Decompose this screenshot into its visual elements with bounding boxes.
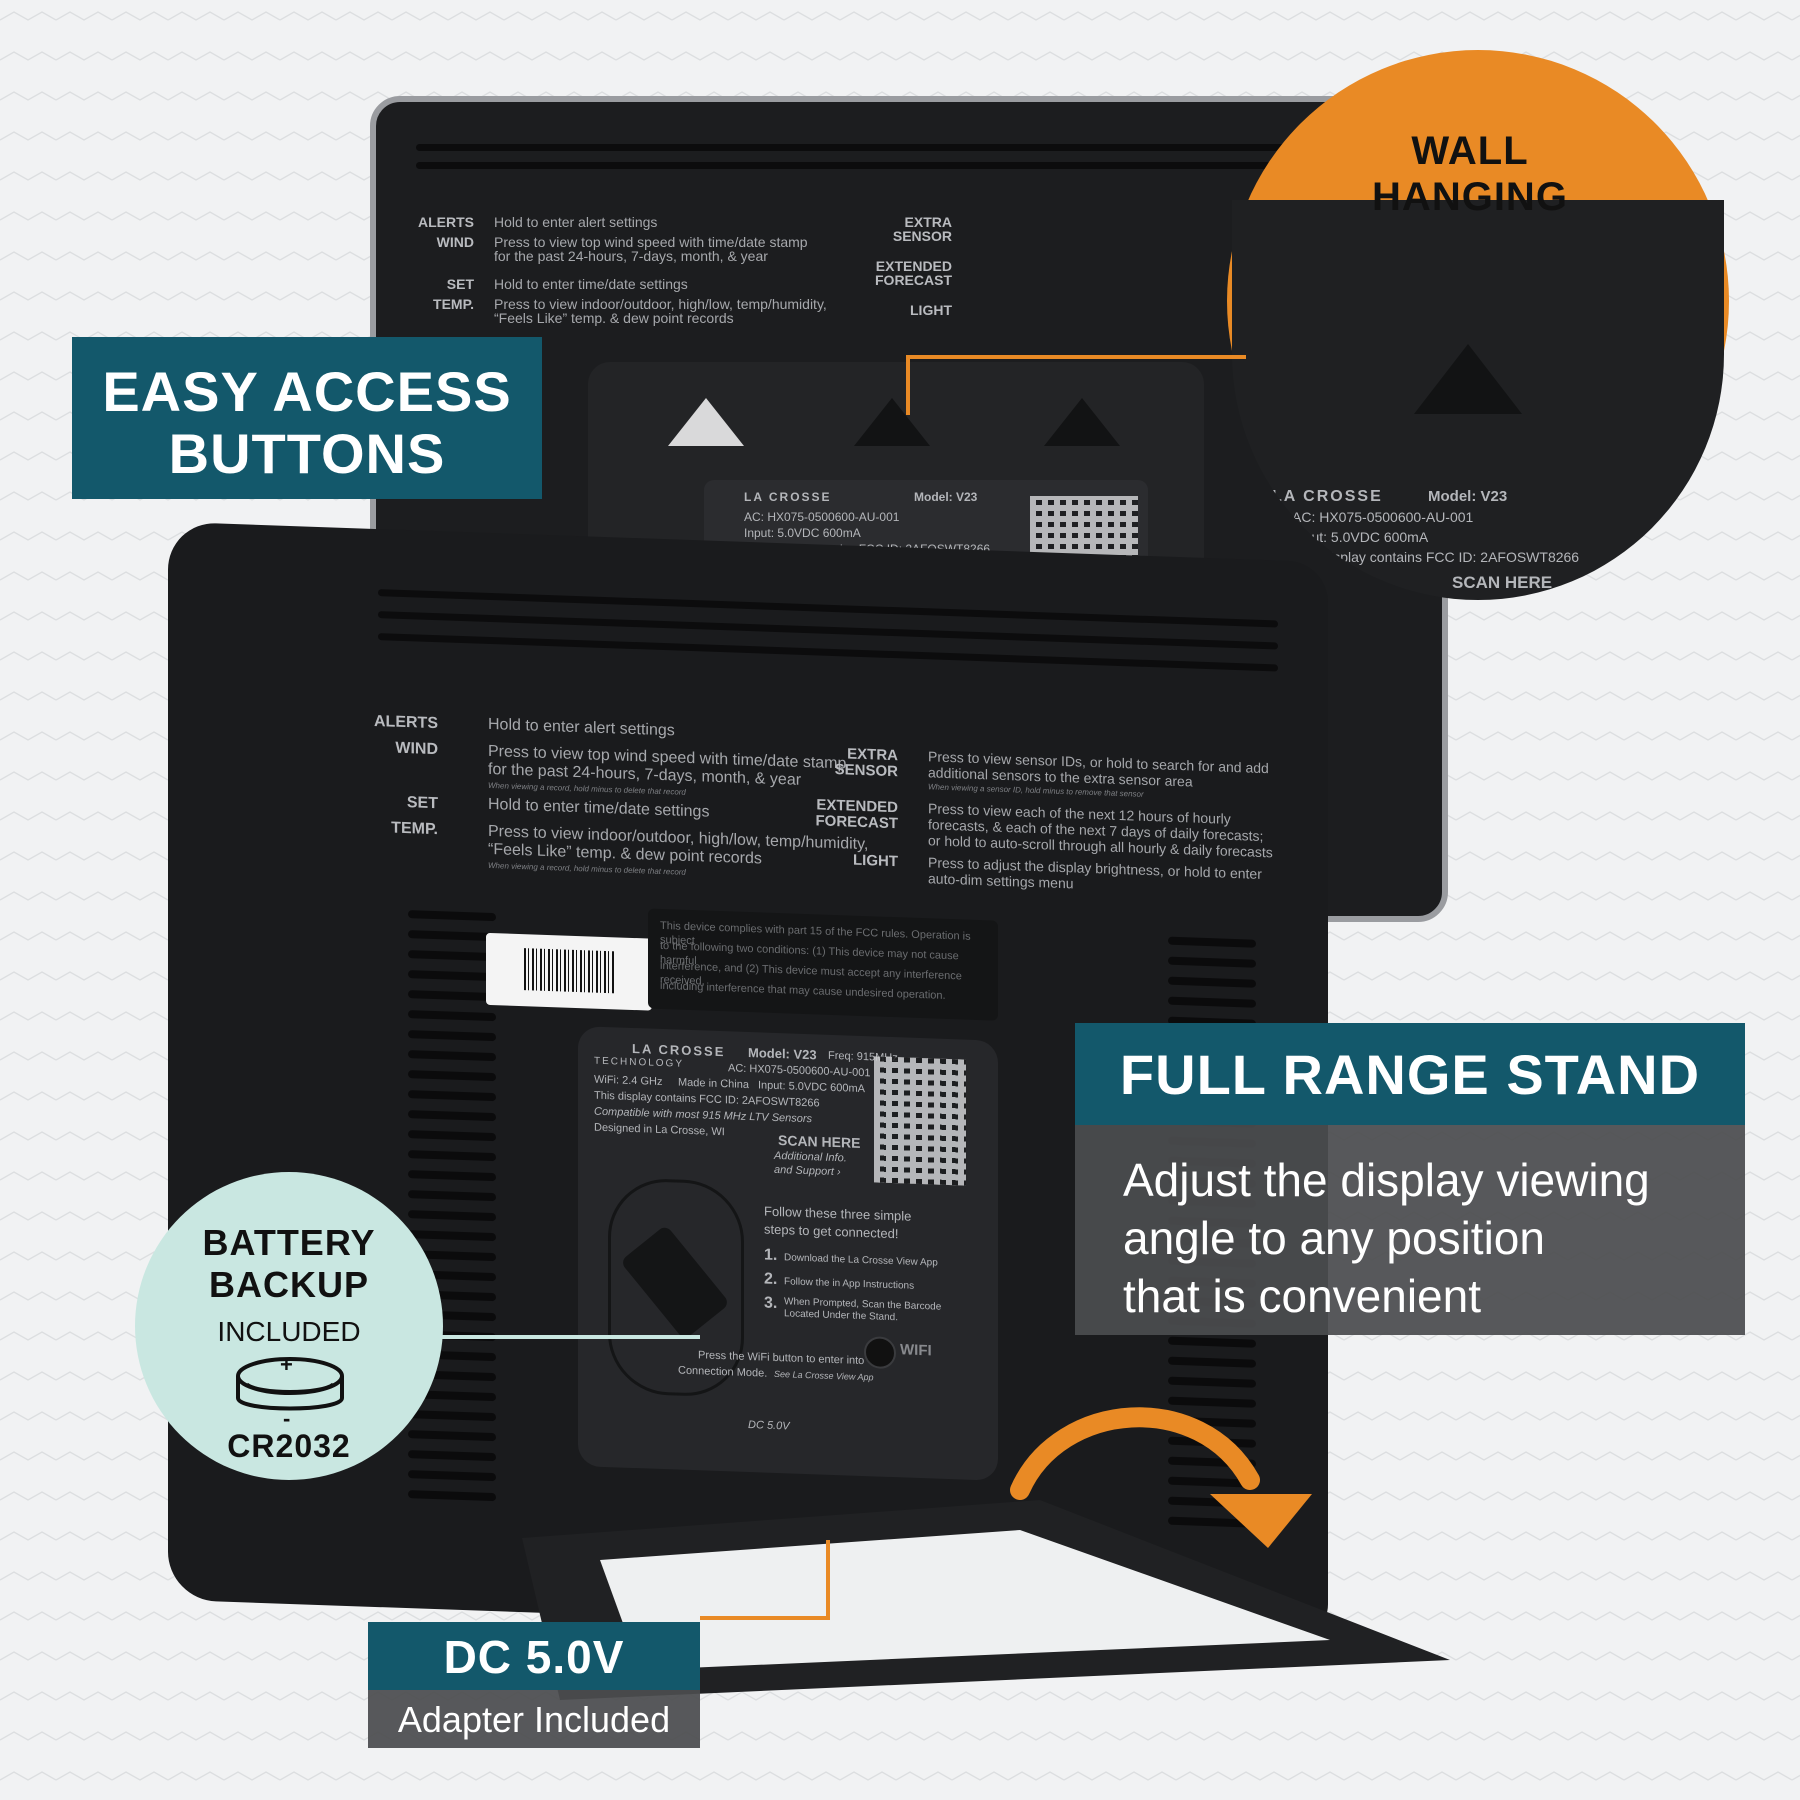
ac-rating: AC: HX075-0500600-AU-001 bbox=[744, 510, 900, 524]
stand-gap bbox=[600, 1530, 1330, 1670]
hanging-notch-zoom bbox=[1414, 344, 1522, 414]
wall-hanging-zoom: LA CROSSE Model: V23 AC: HX075-0500600-A… bbox=[1232, 200, 1724, 600]
wall-hanging-connector bbox=[906, 355, 1246, 359]
set-text: Hold to enter time/date settings bbox=[494, 276, 688, 292]
easy-access-line: BUTTONS bbox=[168, 422, 446, 485]
set-key: SET bbox=[446, 276, 474, 292]
full-range-title: FULL RANGE STAND bbox=[1119, 1043, 1701, 1106]
temp-key: TEMP. bbox=[433, 296, 474, 312]
forecast-key: FORECAST bbox=[875, 272, 952, 288]
battery-line: BACKUP bbox=[208, 1264, 369, 1305]
alerts-text: Hold to enter alert settings bbox=[494, 214, 658, 230]
full-range-description: Adjust the display viewing angle to any … bbox=[1123, 1151, 1650, 1325]
brand: LA CROSSE bbox=[744, 490, 832, 504]
forecast-key: EXTENDED bbox=[875, 258, 952, 274]
fcc-zoom: This display contains FCC ID: 2AFOSWT826… bbox=[1292, 549, 1580, 565]
temp-text: “Feels Like” temp. & dew point records bbox=[494, 310, 734, 326]
hanging-notch bbox=[1044, 398, 1120, 446]
dc-connector bbox=[700, 1616, 830, 1620]
full-range-title-box: FULL RANGE STAND bbox=[1075, 1023, 1745, 1125]
easy-access-callout: EASY ACCESS BUTTONS bbox=[72, 337, 542, 499]
ac-rating-zoom: AC: HX075-0500600-AU-001 bbox=[1292, 509, 1474, 525]
wind-text: Press to view top wind speed with time/d… bbox=[494, 234, 808, 250]
dc-callout: DC 5.0V bbox=[368, 1622, 700, 1690]
dc-connector bbox=[826, 1540, 830, 1620]
battery-connector bbox=[440, 1335, 700, 1339]
plus-sign: + bbox=[280, 1352, 293, 1377]
description-line: angle to any position bbox=[1123, 1212, 1545, 1264]
light-key: LIGHT bbox=[910, 302, 952, 318]
wall-hanging-title: WALL HANGING bbox=[1340, 128, 1600, 220]
description-line: that is convenient bbox=[1123, 1270, 1482, 1322]
extra-sensor-key: EXTRA bbox=[904, 214, 952, 230]
battery-included: INCLUDED bbox=[217, 1316, 361, 1347]
alerts-key: ALERTS bbox=[418, 214, 474, 230]
coin-battery-icon bbox=[236, 1357, 344, 1411]
wind-text: for the past 24-hours, 7-days, month, & … bbox=[494, 248, 768, 264]
hanging-notch bbox=[854, 398, 930, 446]
wall-hanging-line: HANGING bbox=[1372, 175, 1568, 219]
brand-zoom: LA CROSSE bbox=[1272, 488, 1383, 505]
dc-title: DC 5.0V bbox=[443, 1631, 625, 1683]
scan-zoom: SCAN HERE bbox=[1452, 573, 1553, 592]
model: Model: V23 bbox=[914, 490, 978, 504]
dc-subtitle-box: Adapter Included bbox=[368, 1690, 700, 1748]
input-rating: Input: 5.0VDC 600mA bbox=[744, 526, 861, 540]
wind-key: WIND bbox=[436, 234, 474, 250]
description-line: Adjust the display viewing bbox=[1123, 1154, 1650, 1206]
battery-model: CR2032 bbox=[227, 1428, 351, 1464]
battery-line: BATTERY bbox=[202, 1222, 376, 1263]
easy-access-line: EASY ACCESS bbox=[102, 360, 512, 423]
hanging-notch bbox=[668, 398, 744, 446]
full-range-description-box: Adjust the display viewing angle to any … bbox=[1075, 1125, 1745, 1335]
wall-hanging-line: WALL bbox=[1411, 129, 1529, 173]
top-vent bbox=[416, 162, 1396, 169]
input-zoom: Input: 5.0VDC 600mA bbox=[1292, 529, 1429, 545]
temp-text: Press to view indoor/outdoor, high/low, … bbox=[494, 296, 827, 312]
battery-callout: BATTERY BACKUP INCLUDED + - CR2032 bbox=[135, 1172, 443, 1480]
battery-title: BATTERY BACKUP bbox=[135, 1222, 443, 1306]
extra-sensor-key: SENSOR bbox=[892, 228, 952, 244]
top-vent bbox=[416, 144, 1396, 151]
minus-sign: - bbox=[283, 1406, 291, 1431]
dc-subtitle: Adapter Included bbox=[397, 1699, 671, 1740]
model-zoom: Model: V23 bbox=[1428, 488, 1508, 505]
wall-hanging-connector bbox=[906, 355, 910, 415]
